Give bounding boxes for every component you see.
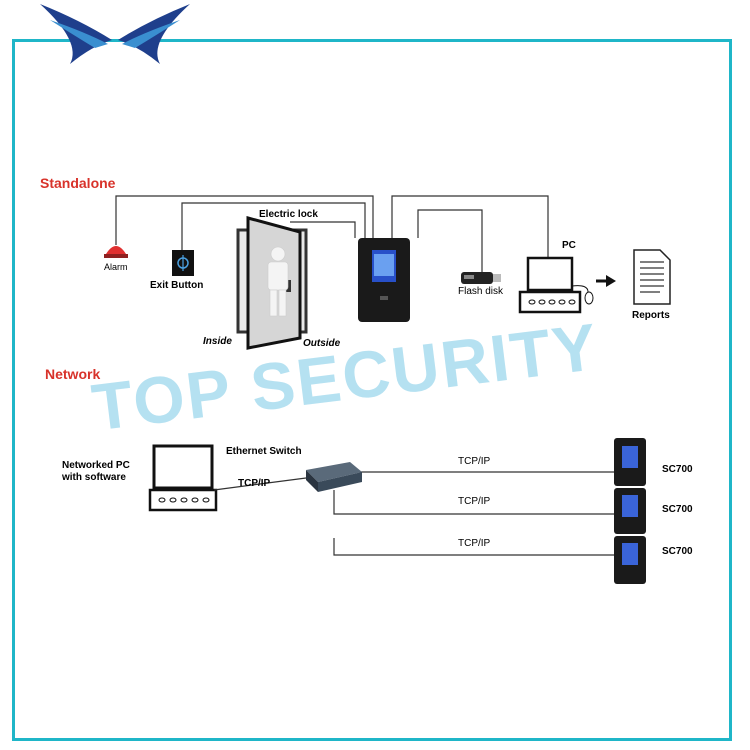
pc-label: PC <box>562 240 576 251</box>
sc700-device-1-icon <box>614 438 646 486</box>
border-frame <box>12 39 732 741</box>
sc700-device-3-icon <box>614 536 646 584</box>
standalone-wiring <box>115 195 549 272</box>
pc-icon <box>518 256 594 314</box>
section-title-network: Network <box>45 366 101 382</box>
alarm-icon <box>104 246 128 258</box>
arrow-right-icon <box>596 275 616 287</box>
ethernet-switch-icon <box>306 462 362 492</box>
tcpip-link-2-label: TCP/IP <box>458 496 491 507</box>
networked-pc-label: Networked PC <box>62 460 130 471</box>
sc700-label-3: SC700 <box>662 546 693 557</box>
sc700-label-1: SC700 <box>662 464 693 475</box>
access-terminal-icon <box>358 238 410 322</box>
exit-button-label: Exit Button <box>150 280 204 291</box>
logo-icon <box>40 4 190 64</box>
outside-label: Outside <box>303 338 341 349</box>
alarm-label: Alarm <box>104 262 128 272</box>
exit-button-icon <box>172 250 194 276</box>
tcpip-pc-label: TCP/IP <box>238 478 271 489</box>
flash-disk-icon <box>461 272 501 284</box>
section-title-standalone: Standalone <box>40 175 116 191</box>
network-pc-icon <box>148 444 218 512</box>
inside-label: Inside <box>203 336 232 347</box>
sc700-device-2-icon <box>614 488 646 534</box>
networked-pc-label-2: with software <box>62 472 126 483</box>
network-wiring <box>213 471 614 556</box>
ethernet-switch-label: Ethernet Switch <box>226 446 302 457</box>
reports-label: Reports <box>632 310 670 321</box>
sc700-label-2: SC700 <box>662 504 693 515</box>
electric-lock-label: Electric lock <box>259 209 318 220</box>
tcpip-link-3-label: TCP/IP <box>458 538 491 549</box>
door-icon <box>236 216 308 350</box>
flash-disk-label: Flash disk <box>458 286 504 297</box>
reports-icon <box>633 249 671 305</box>
tcpip-link-1-label: TCP/IP <box>458 456 491 467</box>
